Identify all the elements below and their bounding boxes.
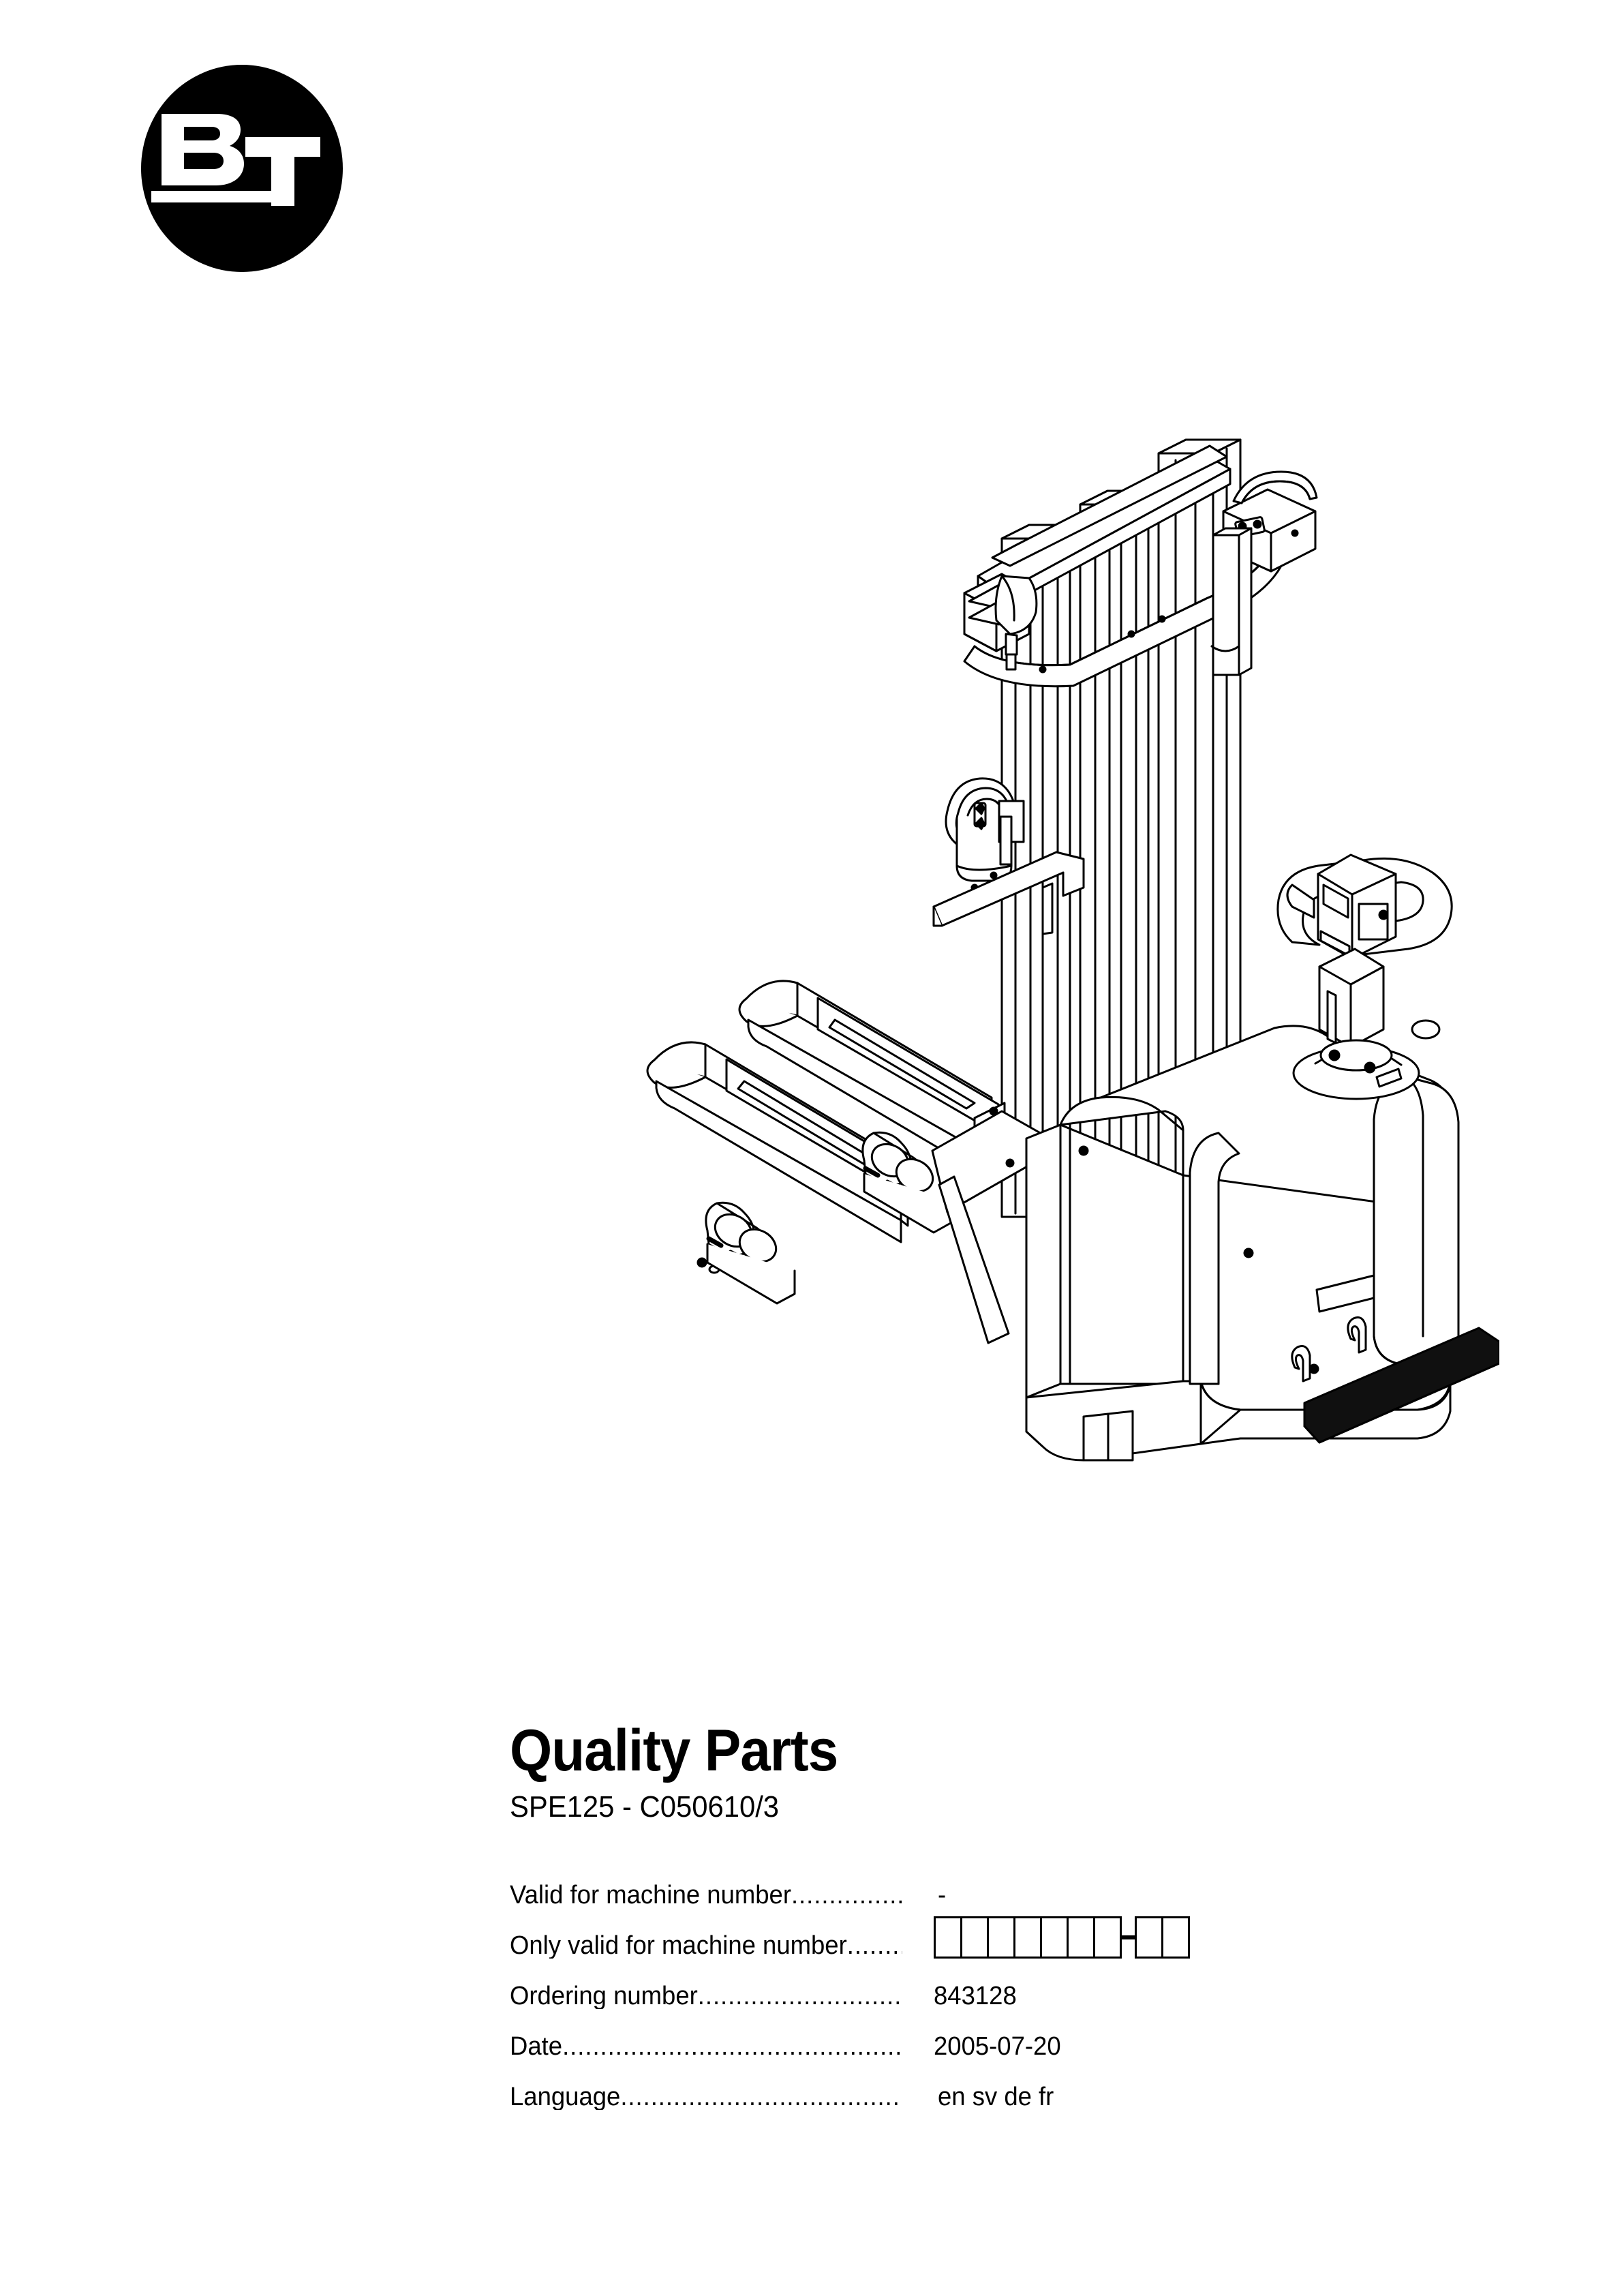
meta-dot-leader: ............ (846, 1933, 902, 1959)
machine-number-box[interactable] (1093, 1916, 1122, 1959)
meta-label-wrap: Date ...................................… (510, 2034, 902, 2059)
metadata-list: Valid for machine number ...............… (510, 1858, 1409, 2110)
meta-label: Ordering number (510, 1983, 698, 2009)
title-block: Quality Parts SPE125 - C050610/3 Valid f… (510, 1721, 1409, 2110)
meta-row-language: Language ...............................… (510, 2059, 1409, 2110)
chain-sheave (932, 777, 1085, 935)
machine-number-box[interactable] (1135, 1916, 1163, 1959)
meta-dot-leader: .................... (791, 1882, 902, 1908)
meta-dot-leader: ........................................… (620, 2084, 902, 2110)
document-subtitle: SPE125 - C050610/3 (510, 1790, 780, 1824)
meta-label-wrap: Language ...............................… (510, 2084, 902, 2110)
machine-number-box[interactable] (934, 1916, 962, 1959)
meta-dot-leader: ................................ (697, 1983, 902, 2009)
meta-label: Date (510, 2034, 563, 2059)
machine-number-box[interactable] (987, 1916, 1015, 1959)
machine-number-separator-dash (1122, 1935, 1137, 1939)
page-title: Quality Parts (510, 1718, 838, 1783)
fork-arms (646, 980, 1044, 1344)
stacker-truck-drawing (646, 438, 1501, 1462)
bt-logo-icon (141, 65, 343, 272)
machine-number-box[interactable] (1161, 1916, 1190, 1959)
meta-label: Only valid for machine number (510, 1933, 847, 1959)
stacker-truck-illustration (593, 429, 1501, 1547)
tiller-control-handle (1276, 854, 1453, 1100)
machine-number-boxes[interactable] (934, 1916, 1190, 1959)
meta-value-valid-for-machine-number: - (938, 1881, 947, 1909)
meta-label-wrap: Only valid for machine number ..........… (510, 1933, 902, 1959)
machine-number-box[interactable] (1067, 1916, 1095, 1959)
meta-value-date: 2005-07-20 (934, 2032, 1061, 2061)
meta-value-language: en sv de fr (938, 2083, 1054, 2111)
meta-dot-leader: ........................................… (562, 2034, 902, 2059)
bt-logo (136, 42, 348, 274)
machine-number-box[interactable] (1040, 1916, 1069, 1959)
machine-number-box[interactable] (1013, 1916, 1042, 1959)
meta-row-ordering-number: Ordering number ........................… (510, 1959, 1409, 2009)
meta-row-date: Date ...................................… (510, 2009, 1409, 2059)
meta-label: Valid for machine number (510, 1882, 791, 1908)
meta-label-wrap: Valid for machine number ...............… (510, 1882, 902, 1908)
meta-row-valid-for-machine-number: Valid for machine number ...............… (510, 1858, 1409, 1908)
meta-row-only-valid-for-machine-number: Only valid for machine number ..........… (510, 1908, 1409, 1959)
meta-value-ordering-number: 843128 (934, 1982, 1017, 2010)
machine-number-box[interactable] (960, 1916, 989, 1959)
meta-label-wrap: Ordering number ........................… (510, 1983, 902, 2009)
meta-label: Language (510, 2084, 621, 2110)
